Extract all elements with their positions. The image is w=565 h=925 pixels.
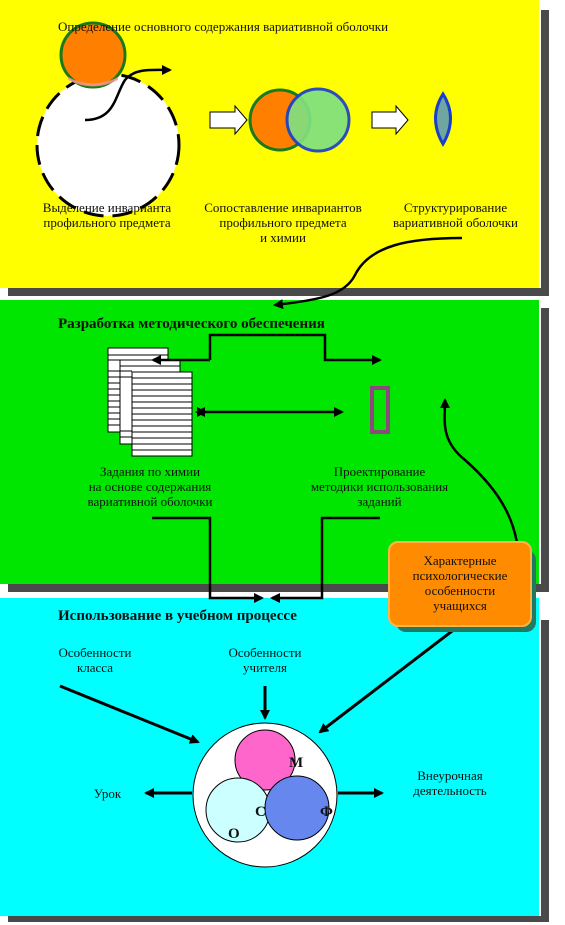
letter-c: С [255, 804, 266, 820]
task-sheets-icon [107, 347, 193, 457]
panel-shadow [8, 916, 549, 922]
methodology-label: Проектирование методики использования за… [310, 464, 449, 509]
panel-shadow [8, 288, 549, 296]
psychology-callout-text: Характерные психологические особенности … [412, 553, 508, 613]
extracurricular-label: Внеурочная деятельность [413, 768, 487, 798]
extract-arrow [84, 64, 172, 122]
chemistry-invariant-circle [285, 87, 351, 153]
profile-subject-circle [35, 72, 181, 218]
section3-title: Использование в учебном процессе [58, 608, 297, 624]
teacher-features-label: Особенности учителя [228, 645, 302, 675]
panel-shadow [541, 10, 549, 296]
step2-label: Сопоставление инвариантов профильного пр… [204, 200, 362, 245]
methodology-marker [370, 386, 390, 434]
lesson-label: Урок [93, 786, 122, 801]
section2-title: Разработка методического обеспечения [58, 316, 325, 332]
psychology-callout: Характерные психологические особенности … [388, 541, 532, 627]
tasks-to-process-arrow [152, 516, 264, 603]
panel-shadow [541, 308, 549, 592]
invariant-circle [59, 21, 127, 89]
method-to-process-arrow [270, 516, 380, 603]
letter-m: М [289, 755, 304, 771]
section1-title: Определение основного содержания вариати… [58, 19, 389, 34]
overlap-highlight [68, 77, 118, 87]
invariant-circle-group [35, 21, 181, 218]
panel-shadow [541, 620, 549, 918]
class-features-label: Особенности класса [58, 645, 132, 675]
step3-label: Структурирование вариативной оболочки [393, 200, 518, 230]
tasks-label: Задания по химии на основе содержания ва… [87, 464, 213, 509]
circle-m [234, 729, 296, 791]
psychology-arrow [318, 623, 461, 734]
block-arrow-1 [209, 104, 248, 136]
panel-shadow [8, 584, 549, 592]
step1-label: Выделение инварианта профильного предмет… [42, 200, 172, 230]
block-arrow-2 [371, 104, 409, 136]
variative-shell-lens [434, 91, 452, 148]
letter-f: Ф [320, 804, 333, 820]
connector-arrow-1-2 [273, 236, 463, 310]
letter-o: О [228, 826, 240, 842]
compare-circles-group [248, 87, 351, 153]
circle-f [264, 775, 330, 841]
bracket-arrow-right [208, 333, 382, 365]
class-arrow [59, 684, 200, 744]
